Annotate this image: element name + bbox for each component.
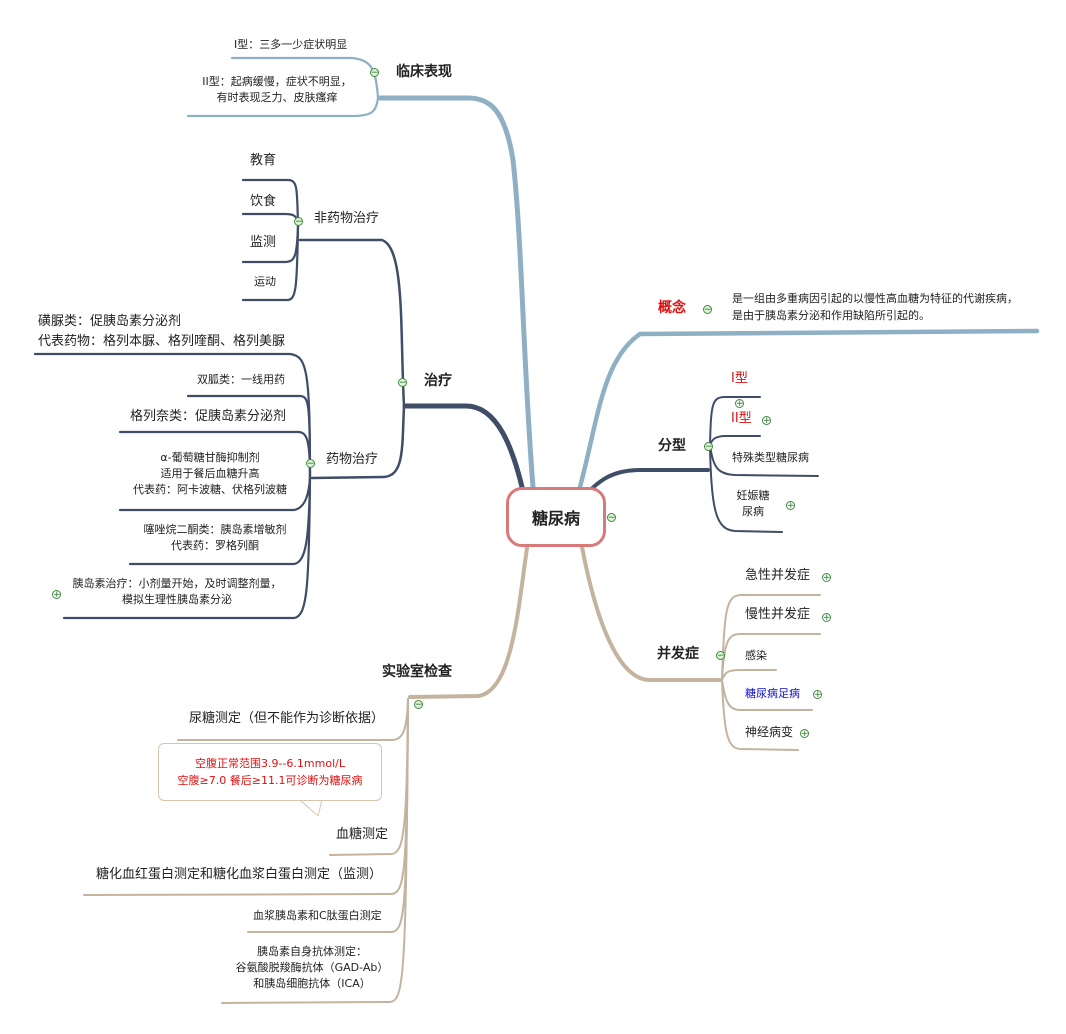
- treatment-title[interactable]: 治疗: [424, 373, 452, 389]
- drug-collapse-icon[interactable]: −: [306, 459, 315, 469]
- comp-acute[interactable]: 急性并发症: [745, 568, 811, 583]
- comp-chronic-expand-icon[interactable]: +: [822, 613, 831, 623]
- nondrug-exercise: [241, 224, 300, 302]
- comp-neuro-expand-icon[interactable]: +: [800, 729, 809, 739]
- drug-insulin[interactable]: 胰岛素治疗：小剂量开始，及时调整剂量， 模拟生理性胰岛素分泌: [66, 576, 288, 608]
- nondrug-item-education[interactable]: 教育: [250, 153, 277, 168]
- concept-text[interactable]: 是一组由多重病因引起的以慢性高血糖为特征的代谢疾病， 是由于胰岛素分泌和作用缺陷…: [732, 290, 1018, 324]
- concept-line2: 是由于胰岛素分泌和作用缺陷所引起的。: [732, 309, 930, 323]
- comp-infection[interactable]: 感染: [745, 649, 767, 662]
- drug-insulin-line2: 模拟生理性胰岛素分泌: [122, 592, 232, 606]
- branch-complications: [580, 545, 722, 682]
- types-t2: [709, 435, 761, 446]
- root-label: 糖尿病: [531, 509, 580, 528]
- insulin-expand-icon[interactable]: +: [52, 590, 61, 600]
- lab-title[interactable]: 实验室检查: [382, 664, 452, 680]
- drug-sulfonylurea-line2: 代表药物：格列本脲、格列喹酮、格列美脲: [38, 333, 286, 349]
- lab-collapse-icon[interactable]: −: [414, 700, 423, 710]
- drug-insulin: [62, 476, 312, 620]
- sub-clinical-1: [230, 56, 380, 100]
- lab-insulin-c[interactable]: 血浆胰岛素和C肽蛋白测定: [253, 909, 382, 922]
- lab-antibody-line1: 胰岛素自身抗体测定：: [257, 945, 367, 958]
- types-gdm-line2: 尿病: [742, 504, 764, 518]
- comp-infection: [721, 669, 777, 681]
- types-t2[interactable]: II型: [731, 411, 752, 426]
- nondrug-title[interactable]: 非药物治疗: [314, 211, 380, 226]
- types-gdm-line1: 妊娠糖: [736, 489, 770, 502]
- types-t1: [709, 396, 761, 446]
- comp-chronic[interactable]: 慢性并发症: [745, 607, 811, 622]
- comp-neuro: [721, 679, 799, 751]
- branch-nondrug: [298, 238, 406, 408]
- types-gdm[interactable]: 妊娠糖 尿病: [730, 488, 776, 520]
- drug-tzd[interactable]: 噻唑烷二酮类：胰岛素增敏剂 代表药：罗格列酮: [130, 522, 300, 554]
- nondrug-collapse-icon[interactable]: −: [294, 217, 303, 227]
- drug-glinide[interactable]: 格列奈类：促胰岛素分泌剂: [130, 409, 287, 424]
- sub-clinical-2: [186, 96, 380, 118]
- glucose-note-callout[interactable]: 空腹正常范围3.9--6.1mmol/L 空腹≥7.0 餐后≥11.1可诊断为糖…: [158, 743, 382, 801]
- root-node[interactable]: 糖尿病: [506, 487, 606, 547]
- complications-title[interactable]: 并发症: [657, 646, 699, 662]
- clinical-title[interactable]: 临床表现: [396, 64, 452, 80]
- types-gdm-expand-icon[interactable]: +: [786, 501, 795, 511]
- nondrug-item-diet[interactable]: 饮食: [250, 194, 277, 209]
- drug-tzd-line1: 噻唑烷二酮类：胰岛素增敏剂: [143, 523, 287, 536]
- types-t2-expand-icon[interactable]: +: [762, 416, 771, 426]
- comp-acute-expand-icon[interactable]: +: [822, 573, 831, 583]
- clinical-type1[interactable]: I型：三多一少症状明显: [234, 38, 348, 51]
- lab-hba1c[interactable]: 糖化血红蛋白测定和糖化血浆白蛋白测定（监测）: [96, 867, 383, 882]
- types-t1-expand-icon[interactable]: +: [735, 399, 744, 409]
- lab-urine[interactable]: 尿糖测定（但不能作为诊断依据）: [189, 711, 385, 726]
- nondrug-item-monitor[interactable]: 监测: [250, 235, 277, 250]
- lab-antibody[interactable]: 胰岛素自身抗体测定： 谷氨酸脱羧酶抗体（GAD-Ab） 和胰岛细胞抗体（ICA）: [222, 944, 402, 992]
- types-gdm: [709, 444, 783, 533]
- drug-sulfonylurea[interactable]: 磺脲类：促胰岛素分泌剂 代表药物：格列本脲、格列喹酮、格列美脲: [38, 312, 285, 351]
- glucose-note-line1: 空腹正常范围3.9--6.1mmol/L: [195, 756, 345, 770]
- drug-insulin-line1: 胰岛素治疗：小剂量开始，及时调整剂量，: [72, 577, 282, 590]
- nondrug-diet: [241, 212, 300, 228]
- drug-agi-line3: 代表药：阿卡波糖、伏格列波糖: [133, 482, 287, 496]
- branch-treatment: [402, 403, 525, 490]
- drug-agi[interactable]: α-葡萄糖甘酶抑制剂 适用于餐后血糖升高 代表药：阿卡波糖、伏格列波糖: [118, 450, 302, 498]
- lab-antibody: [221, 698, 409, 1004]
- drug-tzd-line2: 代表药：罗格列酮: [171, 538, 259, 552]
- concept-title[interactable]: 概念: [658, 300, 686, 316]
- nondrug-edu: [241, 178, 300, 228]
- branch-clinical: [377, 95, 536, 490]
- types-special[interactable]: 特殊类型糖尿病: [732, 451, 809, 464]
- complications-collapse-icon[interactable]: −: [716, 651, 725, 661]
- branch-drug: [310, 404, 406, 480]
- lab-glucose[interactable]: 血糖测定: [336, 827, 389, 842]
- concept-collapse-icon[interactable]: −: [703, 305, 712, 315]
- drug-sulfonylurea-line1: 磺脲类：促胰岛素分泌剂: [38, 314, 182, 329]
- types-collapse-icon[interactable]: −: [704, 442, 713, 452]
- drug-agi-line1: α-葡萄糖甘酶抑制剂: [160, 451, 260, 464]
- clinical-type2-line1: II型：起病缓慢，症状不明显，: [202, 75, 352, 88]
- nondrug-item-exercise[interactable]: 运动: [254, 275, 276, 288]
- lab-antibody-line2: 谷氨酸脱羧酶抗体（GAD-Ab）: [235, 960, 389, 974]
- comp-neuro[interactable]: 神经病变: [745, 725, 794, 739]
- treatment-collapse-icon[interactable]: −: [398, 378, 407, 388]
- branch-lab: [408, 546, 529, 699]
- comp-foot[interactable]: 糖尿病足病: [745, 687, 800, 700]
- drug-biguanide[interactable]: 双胍类：一线用药: [197, 373, 285, 386]
- types-t1[interactable]: I型: [731, 371, 748, 386]
- lab-antibody-line3: 和胰岛细胞抗体（ICA）: [253, 976, 371, 990]
- lab-insulinc: [247, 698, 409, 933]
- clinical-collapse-icon[interactable]: −: [370, 68, 379, 78]
- callout-tail: [299, 799, 323, 817]
- root-collapse-icon[interactable]: −: [607, 513, 616, 523]
- glucose-note-line2: 空腹≥7.0 餐后≥11.1可诊断为糖尿病: [177, 774, 363, 787]
- types-title[interactable]: 分型: [658, 438, 686, 454]
- clinical-type2-line2: 有时表现乏力、皮肤瘙痒: [216, 90, 338, 104]
- comp-chronic: [721, 633, 821, 681]
- drug-title[interactable]: 药物治疗: [326, 452, 379, 467]
- comp-foot-expand-icon[interactable]: +: [813, 690, 822, 700]
- drug-agi-line2: 适用于餐后血糖升高: [160, 466, 260, 480]
- clinical-type2[interactable]: II型：起病缓慢，症状不明显， 有时表现乏力、皮肤瘙痒: [192, 74, 362, 106]
- concept-line1: 是一组由多重病因引起的以慢性高血糖为特征的代谢疾病，: [732, 292, 1018, 305]
- branch-concept: [577, 328, 1040, 490]
